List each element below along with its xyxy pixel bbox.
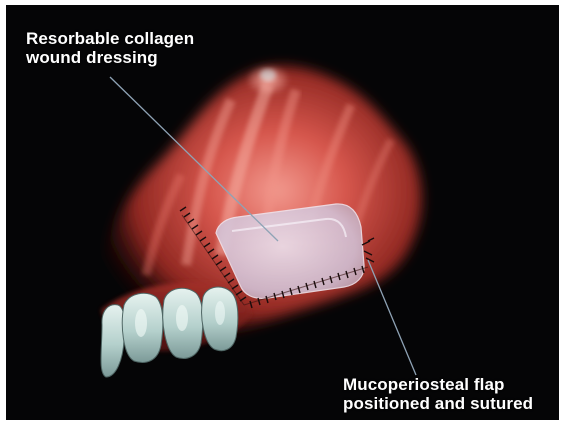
flap-label-line-2: positioned and sutured (343, 394, 533, 413)
flap-label: Mucoperiosteal flap positioned and sutur… (343, 375, 533, 413)
dressing-label-line-2: wound dressing (26, 48, 194, 67)
illustration-frame (6, 5, 559, 420)
dressing-label-line-1: Resorbable collagen (26, 29, 194, 48)
dressing-label: Resorbable collagen wound dressing (26, 29, 194, 67)
surgical-illustration (6, 5, 559, 420)
flap-label-line-1: Mucoperiosteal flap (343, 375, 533, 394)
